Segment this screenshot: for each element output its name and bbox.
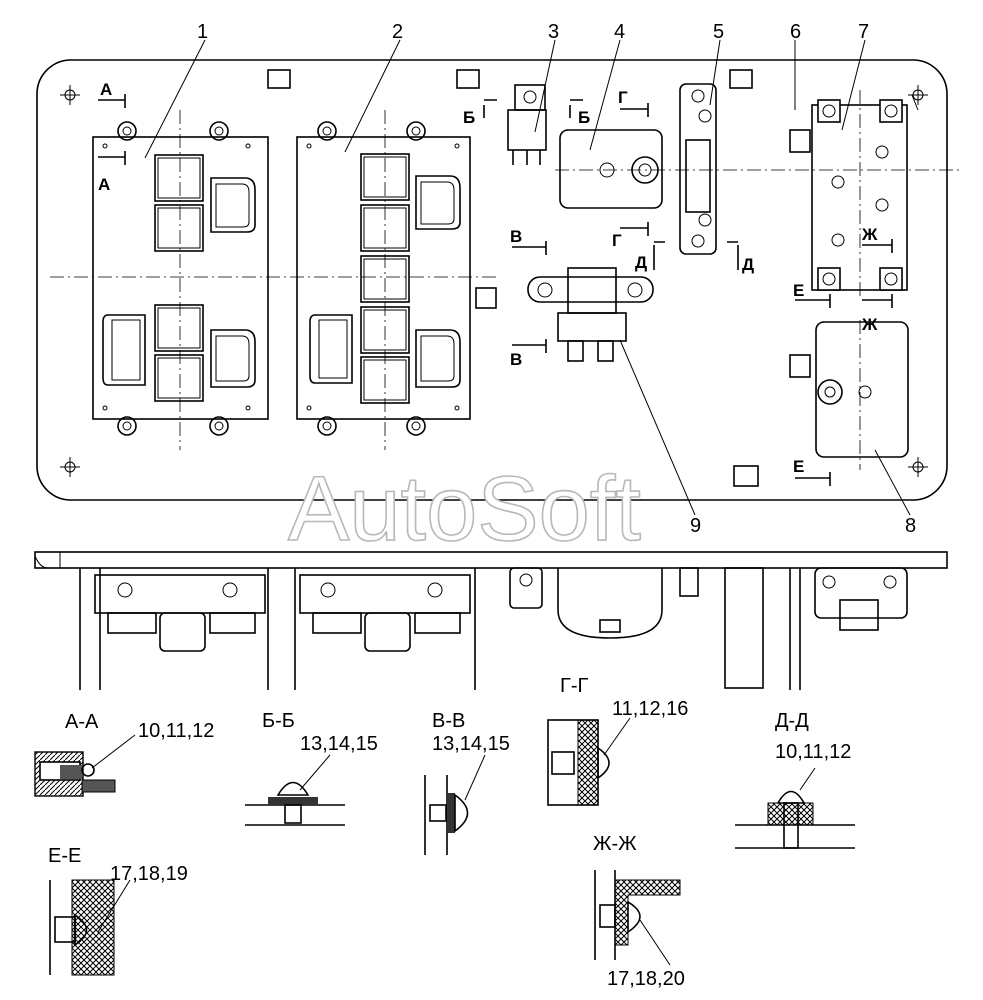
section-title-dd: Д-Д: [775, 710, 809, 732]
callout-4: 4: [614, 21, 625, 43]
callout-5: 5: [713, 21, 724, 43]
fuse-block-1: [92, 121, 269, 436]
section-parts-bb: 13,14,15: [300, 733, 378, 755]
section-gg: [547, 717, 631, 806]
mark-g-top: Г: [618, 88, 628, 107]
mark-b-left: Б: [463, 108, 475, 127]
section-title-aa: А-А: [65, 711, 99, 733]
mark-e-bottom: Е: [793, 457, 804, 476]
callout-numbers: 1 2 3 4 5 6 7 8 9: [197, 21, 916, 537]
callout-1: 1: [197, 21, 208, 43]
mark-d-left: Д: [635, 253, 647, 272]
mark-v-top: В: [510, 227, 522, 246]
mounting-panel: [36, 59, 948, 501]
section-title-zhzh: Ж-Ж: [593, 833, 637, 855]
watermark: AutoSoft: [288, 458, 641, 560]
mark-a-bottom: А: [98, 175, 110, 194]
fuse-block-2: [296, 121, 471, 436]
callout-9: 9: [690, 515, 701, 537]
relay-9: [527, 267, 654, 362]
component-4: [559, 129, 663, 209]
component-8: [815, 321, 909, 458]
callout-6: 6: [790, 21, 801, 43]
mark-zh-top: Ж: [861, 225, 878, 244]
callout-7: 7: [858, 21, 869, 43]
section-parts-zhzh: 17,18,20: [607, 968, 685, 990]
section-dd: [735, 767, 855, 849]
callout-2: 2: [392, 21, 403, 43]
section-title-bb: Б-Б: [262, 710, 295, 732]
section-parts-vv: 13,14,15: [432, 733, 510, 755]
mark-v-bottom: В: [510, 350, 522, 369]
section-title-gg: Г-Г: [560, 675, 588, 697]
section-parts-ee: 17,18,19: [110, 863, 188, 885]
callout-8: 8: [905, 515, 916, 537]
panel-tabs: [267, 69, 811, 487]
section-title-ee: Е-Е: [48, 845, 81, 867]
mark-b-right: Б: [578, 108, 590, 127]
section-vv: [424, 754, 486, 855]
section-parts-gg: 11,12,16: [612, 698, 688, 720]
mark-d-right: Д: [742, 255, 754, 274]
section-aa: [34, 734, 136, 797]
section-parts-aa: 10,11,12: [138, 720, 214, 742]
section-labels: А-А 10,11,12 Б-Б 13,14,15 В-В 13,14,15 Г…: [48, 675, 851, 990]
section-letters: А А Б Б Г Г Д Д В В Е Е Ж Ж: [98, 80, 878, 476]
callout-3: 3: [548, 21, 559, 43]
fuse-holder-5: [679, 83, 717, 255]
section-parts-dd: 10,11,12: [775, 741, 851, 763]
section-zhzh: [594, 870, 681, 966]
mark-zh-bottom: Ж: [861, 315, 878, 334]
block-7: [811, 99, 908, 291]
mark-e-top: Е: [793, 281, 804, 300]
section-title-vv: В-В: [432, 710, 465, 732]
relay-3: [507, 84, 547, 165]
callout-leaders: [144, 39, 919, 516]
panel-holes: [60, 85, 928, 477]
section-bb: [245, 754, 345, 826]
mark-g-bottom: Г: [612, 231, 622, 250]
section-markers: [98, 94, 893, 486]
mark-a-top: А: [100, 80, 112, 99]
side-view: [34, 551, 948, 690]
section-ee: [49, 879, 131, 976]
